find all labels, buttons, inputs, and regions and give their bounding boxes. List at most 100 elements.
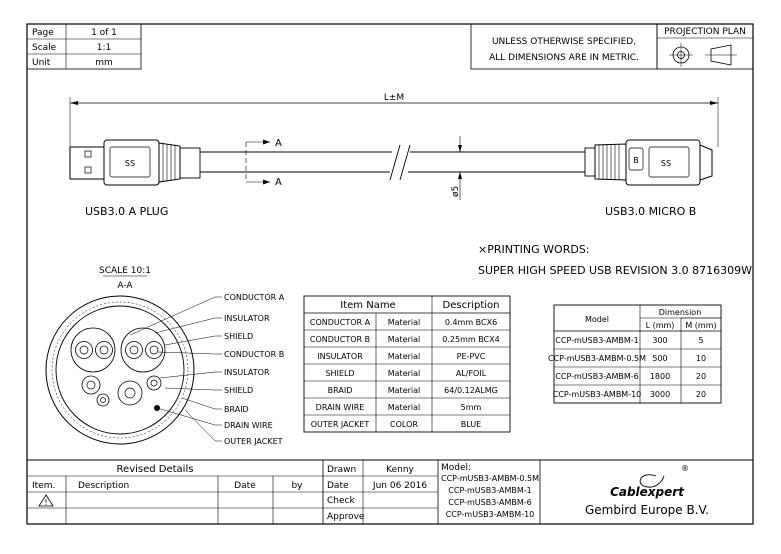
material-row-type: Material: [388, 386, 421, 395]
projection-box: PROJECTION PLAN: [656, 23, 754, 70]
material-row-value: 0.4mm BCX6: [445, 318, 497, 327]
material-row-name: SHIELD: [325, 369, 354, 378]
projection-title: PROJECTION PLAN: [664, 27, 746, 37]
model-row-name: CCP-mUSB3-AMBM-0.5M: [548, 354, 646, 363]
page-label: Page: [32, 28, 54, 38]
model-row-name: CCP-mUSB3-AMBM-10: [553, 390, 642, 399]
material-row-name: CONDUCTOR A: [310, 318, 371, 327]
company-name: Gembird Europe B.V.: [585, 503, 709, 517]
callout-conductor-b: CONDUCTOR B: [224, 350, 284, 359]
material-row-name: DRAIN WIRE: [316, 403, 365, 412]
scale-label: Scale: [32, 43, 57, 53]
model-row-name: CCP-mUSB3-AMBM-1: [555, 336, 638, 345]
model-list-item: CCP-mUSB3-AMBM-10: [446, 510, 535, 519]
model-header: Model: [585, 315, 609, 324]
date-value: Jun 06 2016: [372, 481, 427, 491]
material-row-value: PE-PVC: [457, 352, 486, 361]
model-row-m: 10: [696, 354, 706, 363]
approve-label: Approve: [327, 512, 365, 522]
unit-value: mm: [95, 58, 113, 68]
right-connector-label: USB3.0 MICRO B: [605, 205, 696, 218]
material-row-name: BRAID: [328, 386, 353, 395]
callout-shield-2: SHIELD: [224, 386, 253, 395]
model-row-l: 1800: [650, 372, 670, 381]
model-list-item: CCP-mUSB3-AMBM-0.5M: [441, 474, 539, 483]
section-mark-bottom: A: [275, 177, 282, 188]
printing-words-title: ×PRINTING WORDS:: [478, 243, 590, 256]
usb-micro-b-plug: B SS: [584, 139, 713, 186]
length-label: L±M: [384, 93, 404, 103]
revised-details-title: Revised Details: [117, 464, 194, 475]
left-connector-label: USB3.0 A PLUG: [85, 205, 168, 218]
material-row-type: Material: [388, 369, 421, 378]
scale-value: 1:1: [97, 43, 111, 53]
general-note-box: UNLESS OTHERWISE SPECIFIED, ALL DIMENSIO…: [470, 23, 658, 70]
callout-shield-1: SHIELD: [224, 332, 253, 341]
section-mark-top: A: [275, 138, 282, 149]
note-line-2: ALL DIMENSIONS ARE IN METRIC.: [489, 53, 639, 63]
model-row-l: 300: [652, 336, 667, 345]
first-angle-projection-icon: [669, 43, 737, 67]
model-row-l: 500: [652, 354, 667, 363]
revision-warning-icon: !: [38, 494, 54, 507]
material-row-value: 64/0.12ALMG: [444, 386, 498, 395]
callout-drain-wire: DRAIN WIRE: [224, 421, 273, 430]
brand-name: Cablexpert: [610, 485, 685, 499]
page-info-table: Page 1 of 1 Scale 1:1 Unit mm: [26, 23, 142, 70]
diameter-dimension: ø5: [451, 136, 462, 200]
model-row-m: 5: [698, 336, 703, 345]
material-row-name: CONDUCTOR B: [310, 335, 370, 344]
break-line-right: [399, 144, 411, 181]
model-list-item: CCP-mUSB3-AMBM-1: [448, 486, 531, 495]
section-scale: SCALE 10:1: [99, 266, 151, 276]
model-row-name: CCP-mUSB3-AMBM-6: [555, 372, 638, 381]
page-value: 1 of 1: [91, 28, 117, 38]
materials-header-description: Description: [443, 300, 500, 311]
logo-swirl-icon: [639, 474, 665, 488]
unit-label: Unit: [32, 58, 51, 68]
item-header: Item.: [32, 481, 55, 491]
model-list-label: Model:: [441, 463, 471, 473]
callout-outer-jacket: OUTER JACKET: [224, 437, 283, 446]
drawn-by-value: Kenny: [386, 465, 414, 475]
model-row-m: 20: [696, 372, 706, 381]
m-header: M (mm): [685, 321, 716, 330]
callout-insulator-2: INSULATOR: [224, 368, 270, 377]
date-header: Date: [234, 481, 256, 491]
model-row-m: 20: [696, 390, 706, 399]
material-row-value: 0.25mm BCX4: [442, 335, 499, 344]
sheet-border: [26, 23, 754, 525]
material-row-name: OUTER JACKET: [311, 420, 370, 429]
materials-table: Item Name Description CONDUCTOR A Materi…: [303, 295, 511, 433]
cross-section-a-a: SCALE 10:1 A-A: [45, 266, 285, 446]
material-row-type: Material: [388, 352, 421, 361]
material-row-value: AL/FOIL: [456, 369, 487, 378]
brand-registered-mark: ®: [681, 464, 689, 473]
material-row-type: Material: [388, 403, 421, 412]
model-list-item: CCP-mUSB3-AMBM-6: [448, 498, 531, 507]
section-cut-marker: A A: [245, 138, 282, 188]
check-label: Check: [327, 496, 355, 506]
svg-text:!: !: [44, 498, 47, 507]
material-row-value: BLUE: [461, 420, 481, 429]
micro-ss-logo: SS: [661, 159, 671, 168]
title-block: Revised Details Item. Description Date b…: [27, 459, 753, 524]
material-row-type: Material: [388, 318, 421, 327]
callout-conductor-a: CONDUCTOR A: [224, 293, 285, 302]
diameter-label: ø5: [451, 186, 461, 197]
material-row-type: COLOR: [390, 420, 418, 429]
callout-braid: BRAID: [224, 405, 249, 414]
break-line-left: [389, 144, 401, 181]
material-row-name: INSULATOR: [317, 352, 363, 361]
by-header: by: [291, 481, 303, 491]
cable-side-view: L±M SS A: [69, 93, 719, 218]
model-dimension-table: Model Dimension L (mm) M (mm) CCP-mUSB3-…: [548, 304, 722, 404]
material-row-value: 5mm: [461, 403, 482, 412]
description-header: Description: [78, 481, 129, 491]
date-label: Date: [327, 481, 349, 491]
usb-a-plug: SS: [69, 139, 201, 186]
section-leader-lines: [129, 296, 222, 442]
materials-header-item: Item Name: [340, 300, 395, 311]
note-line-1: UNLESS OTHERWISE SPECIFIED,: [492, 37, 636, 47]
